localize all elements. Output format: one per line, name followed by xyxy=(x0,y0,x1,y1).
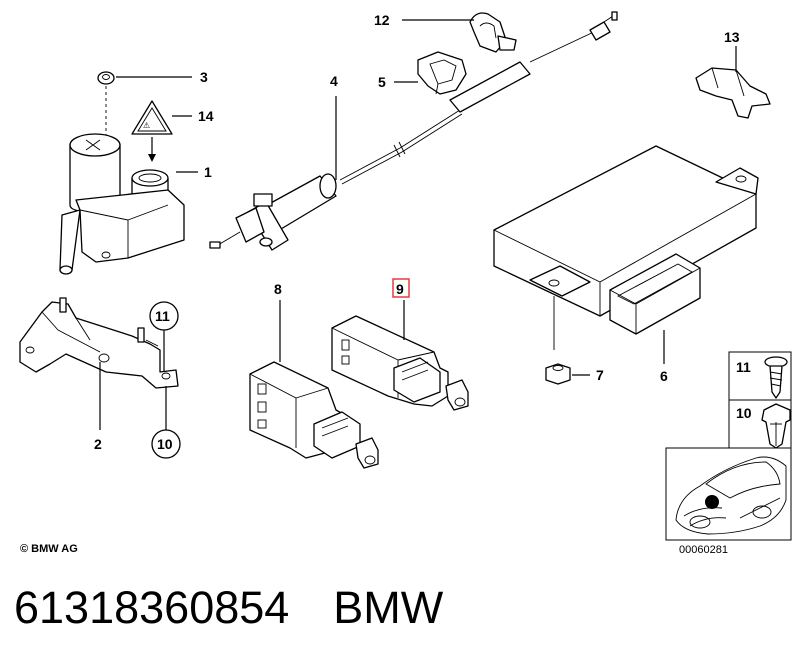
part-9-switch xyxy=(331,315,469,411)
callout-6: 6 xyxy=(660,368,668,384)
fastener-panel xyxy=(728,351,792,449)
callout-14: 14 xyxy=(198,108,214,124)
callout-10-panel: 10 xyxy=(736,405,752,421)
callout-2: 2 xyxy=(94,436,102,452)
part-7-nut xyxy=(545,363,571,385)
part-2-bracket xyxy=(19,297,179,389)
callout-9: 9 xyxy=(396,281,404,297)
part-13-clip xyxy=(695,67,771,119)
callout-4: 4 xyxy=(330,73,338,89)
callout-7: 7 xyxy=(596,367,604,383)
callout-10-bracket: 10 xyxy=(157,436,173,452)
part-4-cable xyxy=(209,11,618,251)
svg-text:⚠: ⚠ xyxy=(143,121,150,130)
part-number: 61318360854 xyxy=(14,582,290,633)
part-12-clip xyxy=(469,12,517,53)
callout-8: 8 xyxy=(274,281,282,297)
copyright-text: © BMW AG xyxy=(20,543,78,555)
part-8-switch xyxy=(249,361,379,469)
callout-12: 12 xyxy=(374,12,390,28)
brand-name: BMW xyxy=(333,582,444,633)
footer: 61318360854 BMW xyxy=(14,582,443,642)
diagram-id: 00060281 xyxy=(679,544,728,556)
part-5-holder xyxy=(417,51,467,95)
part-1-actuator xyxy=(59,133,185,275)
callout-9-highlight-box xyxy=(392,278,410,298)
location-marker xyxy=(705,495,719,509)
callout-10-circle xyxy=(151,429,181,459)
callout-3: 3 xyxy=(200,69,208,85)
part-14-warning-label: ⚠ xyxy=(131,100,192,162)
callout-5: 5 xyxy=(378,74,386,90)
car-location-thumbnail xyxy=(665,447,792,541)
callout-11-panel: 11 xyxy=(736,359,751,375)
callout-13: 13 xyxy=(724,29,740,45)
callout-1: 1 xyxy=(204,164,212,180)
part-6-control-module xyxy=(493,145,759,350)
callout-11-bracket: 11 xyxy=(155,308,170,324)
